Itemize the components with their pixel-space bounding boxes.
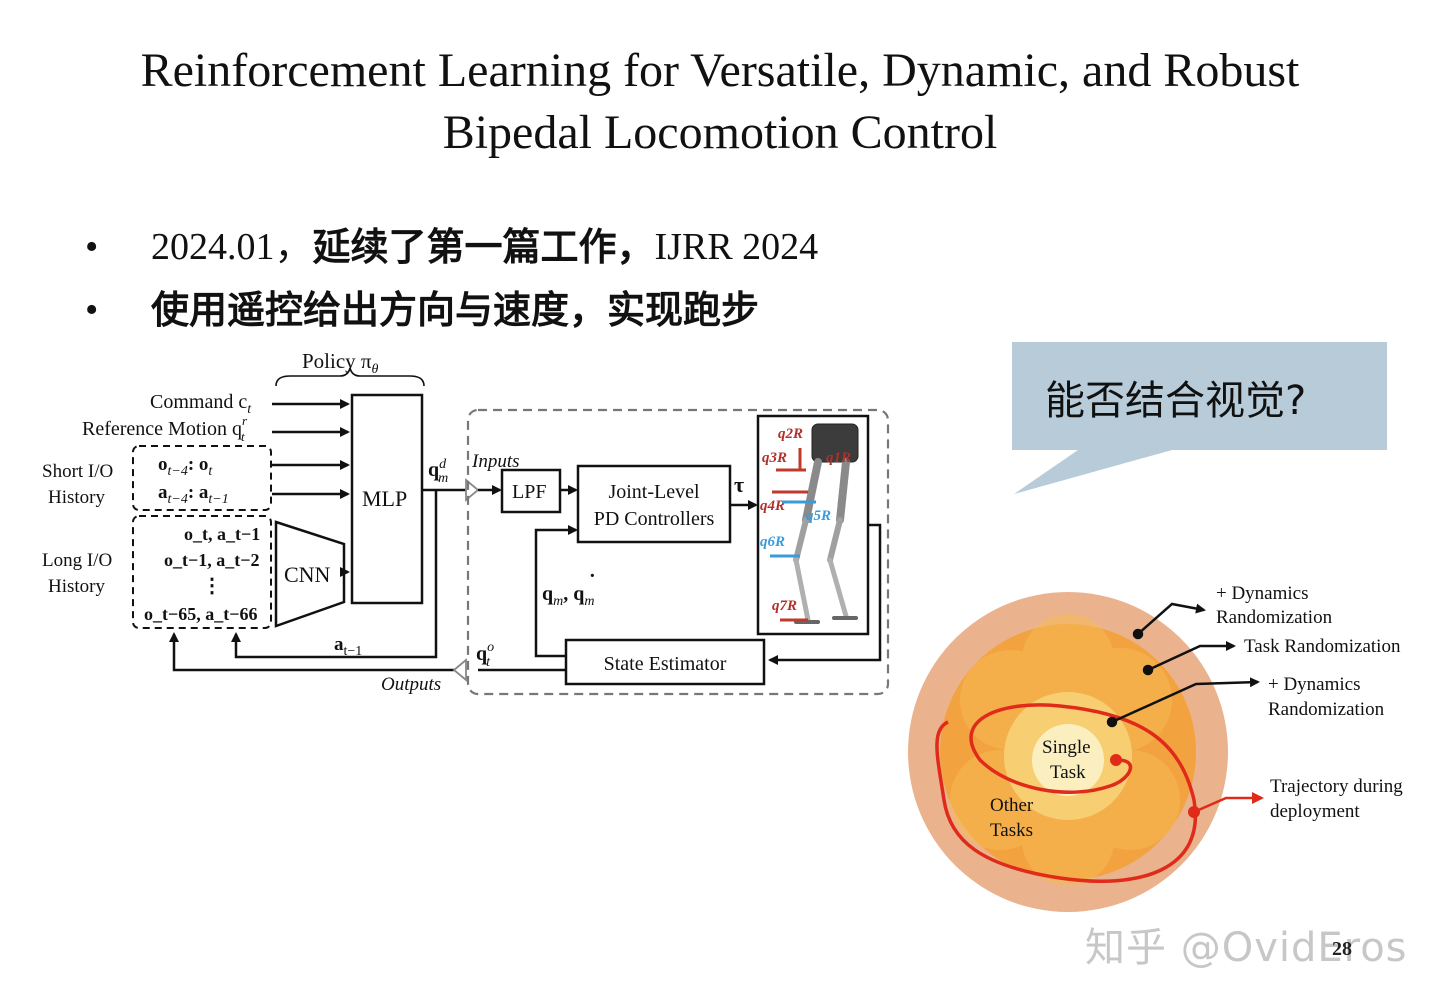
short-io-history-label: History: [48, 487, 106, 508]
outputs-feedback: [169, 632, 456, 672]
long-io-row-4: o_t−65, a_t−66: [144, 604, 258, 624]
inner-dynamics-label: + Dynamics: [1268, 674, 1361, 695]
bullet-marker: •: [85, 226, 99, 268]
pd-label-2: PD Controllers: [594, 508, 715, 530]
a-prev-feedback: [231, 490, 438, 659]
slide-title: Reinforcement Learning for Versatile, Dy…: [0, 40, 1440, 164]
watermark: 知乎 @OvidEros: [1085, 925, 1408, 971]
other-tasks-label: Other: [990, 795, 1034, 816]
qm-feedback: [534, 525, 578, 658]
robot-figure: [793, 423, 859, 624]
svg-text:q2R: q2R: [778, 426, 803, 442]
long-io-history-label: History: [48, 576, 106, 597]
bullet-2-text: 使用遥控给出方向与速度，实现跑步: [151, 288, 760, 332]
title-line-2: Bipedal Locomotion Control: [442, 106, 998, 159]
single-task-label-2: Task: [1050, 762, 1086, 783]
page-number: 28: [1332, 938, 1352, 960]
bullet-marker: •: [85, 289, 99, 331]
state-estimator-label: State Estimator: [604, 653, 727, 675]
long-io-row-1: o_t, a_t−1: [184, 524, 260, 544]
mlp-label: MLP: [362, 486, 407, 511]
bullet-1-cn: 延续了第一篇工作，: [312, 225, 655, 269]
bullet-1: • 2024.01， 延续了第一篇工作， IJRR 2024: [85, 222, 818, 272]
pd-label-1: Joint-Level: [608, 481, 700, 503]
single-task-label: Single: [1042, 737, 1091, 758]
long-io-row-2: o_t−1, a_t−2: [164, 550, 260, 570]
outputs-label: Outputs: [381, 674, 441, 695]
command-label: Command ct: [150, 391, 252, 417]
policy-label: Policy πθ: [302, 349, 379, 377]
tau-label: τ: [734, 472, 744, 497]
policy-brace: [275, 367, 425, 387]
output-port: [452, 658, 467, 682]
randomization-sphere: + Dynamics Randomization Task Randomizat…: [908, 583, 1403, 912]
bullet-2: • 使用遥控给出方向与速度，实现跑步: [85, 285, 759, 335]
inner-randomization-label: Randomization: [1268, 699, 1385, 720]
svg-text:q5R: q5R: [806, 508, 831, 524]
qm-dot-mark: ·: [589, 565, 596, 587]
long-io-box: [132, 515, 272, 629]
cnn-block: [274, 520, 346, 628]
trajectory-label-2: deployment: [1270, 801, 1360, 822]
other-tasks-label-2: Tasks: [990, 820, 1033, 841]
long-io-row-3: ⋮: [202, 575, 222, 597]
svg-text:q4R: q4R: [760, 498, 785, 514]
bullet-1-date: 2024.01，: [151, 226, 313, 268]
short-io-label: Short I/O: [42, 461, 113, 482]
outer-dynamics-label: + Dynamics: [1216, 583, 1309, 604]
callout-text: 能否结合视觉?: [1045, 378, 1307, 424]
callout-bubble: [1012, 342, 1387, 450]
bullet-1-venue: IJRR 2024: [654, 226, 819, 268]
environment-box: [466, 408, 890, 696]
svg-text:q1R: q1R: [826, 450, 851, 466]
svg-text:q7R: q7R: [772, 598, 797, 614]
state-estimator-block: [564, 638, 766, 686]
trajectory-label: Trajectory during: [1270, 776, 1403, 797]
short-io-obs: ot−4: ot: [158, 454, 213, 479]
sphere-core: [1032, 724, 1104, 796]
svg-text:q6R: q6R: [760, 534, 785, 550]
robot-joint-labels: q2R q3R q1R q4R q5R q6R q7R: [760, 426, 851, 614]
a-prev-label: at−1: [334, 634, 362, 659]
title-line-1: Reinforcement Learning for Versatile, Dy…: [140, 44, 1300, 97]
cnn-label: CNN: [284, 562, 331, 587]
inputs-label: Inputs: [471, 451, 520, 472]
short-io-box: [132, 445, 272, 511]
qm-label: qm, qm: [542, 583, 595, 609]
mlp-block: [350, 393, 424, 605]
task-randomization-label: Task Randomization: [1244, 636, 1401, 657]
lpf-label: LPF: [512, 481, 546, 503]
long-io-label: Long I/O: [42, 550, 112, 571]
deployment-trajectory: [935, 703, 1198, 883]
outer-randomization-label: Randomization: [1216, 607, 1333, 628]
pd-controller-block: [576, 464, 732, 544]
short-io-act: at−4: at−1: [158, 482, 229, 507]
callout-tail: [1014, 450, 1172, 494]
robot-joint-arrows: [770, 448, 816, 622]
policy-diagram: Policy πθ Command ct Reference Motion qr…: [42, 349, 890, 696]
svg-text:q3R: q3R: [762, 450, 787, 466]
